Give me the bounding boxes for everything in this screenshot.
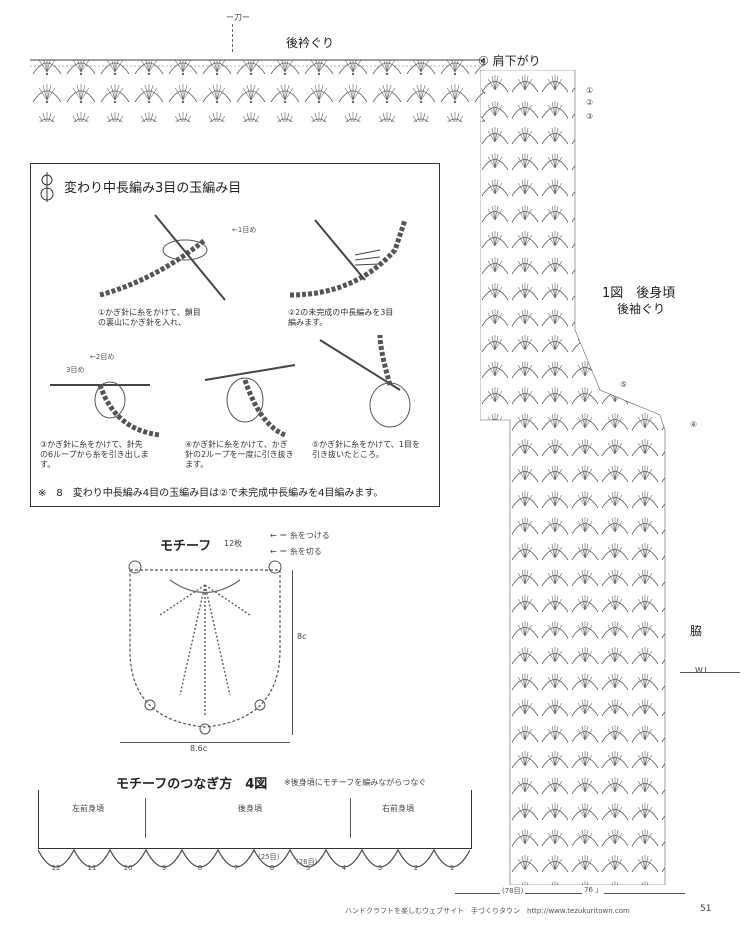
motif-legend-1: ← ＝ 糸をつける (270, 531, 330, 540)
row-number: ⑤ (620, 380, 628, 389)
figure4-center: 後身頃 (238, 804, 262, 813)
bottom-total: (78目) (500, 886, 526, 896)
side-label: 脇 (690, 624, 703, 638)
motif-title: モチーフ (160, 539, 212, 554)
motif-number: 7 (233, 864, 239, 872)
technique-number-icon (40, 172, 54, 204)
wl-line (680, 672, 740, 673)
technique-step-5: ⑤かぎ針に糸をかけて、1目を引き抜いたところ。 (312, 440, 420, 459)
motif-number: 11 (87, 864, 97, 872)
bottom-width: 76 」 (582, 885, 605, 895)
bottom-width-line (455, 893, 685, 894)
technique-illustration-2 (285, 210, 430, 305)
figure4-seg1: (25目) (258, 853, 280, 861)
motif-chart (120, 555, 290, 735)
annot-3: 3目め (66, 366, 85, 374)
back-neck-label: 後衿ぐり (286, 36, 335, 50)
motif-number: 10 (123, 864, 133, 872)
back-neck-band (30, 50, 485, 125)
technique-note: ※ 8 変わり中長編み4目の玉編み目は②で未完成中長編みを4目編みます。 (38, 488, 384, 499)
footer-text: ハンドクラフトを楽しむウェブサイト 手づくりタウン http://www.tez… (345, 907, 630, 915)
wl-label: W.L. (695, 666, 712, 675)
shoulder-label: ④ 肩下がり (478, 54, 541, 68)
technique-illustration-1 (95, 210, 245, 305)
technique-title: 変わり中長編み3目の玉編み目 (64, 181, 242, 196)
motif-number-row: 12 11 10 9 8 7 6 5 4 3 2 1 (38, 864, 470, 872)
armhole-label: 後袖ぐり (617, 302, 666, 316)
motif-count: 12枚 (224, 539, 243, 548)
motif-number: 1 (449, 864, 455, 872)
technique-step-2: ②2の未完成の中長編みを3目編みます。 (288, 308, 394, 327)
figure4-right: 右前身頃 (382, 804, 414, 813)
page-number: 51 (700, 904, 712, 914)
motif-width: 8.6c (190, 744, 208, 753)
figure1-title: 1図 後身頃 (602, 286, 676, 301)
figure4-divider-2 (350, 798, 351, 838)
motif-number: 5 (305, 864, 311, 872)
figure4-seg2: (26目) (296, 858, 318, 866)
figure4-note: ※後身頃にモチーフを編みながらつなぐ (284, 778, 427, 787)
technique-box (30, 163, 440, 507)
technique-illustration-4 (185, 345, 305, 440)
row-number: ④ (690, 420, 698, 429)
motif-height-arrow (292, 570, 294, 735)
center-line (232, 24, 235, 52)
motif-width-arrow (120, 742, 290, 743)
annot-2: ←2目め (90, 353, 115, 361)
technique-illustration-5 (310, 330, 430, 440)
motif-number: 6 (269, 864, 275, 872)
row-number: ② (586, 98, 594, 107)
motif-height: 8c (297, 632, 307, 641)
row-number: ① (586, 86, 594, 95)
annot-1: ←1目め (232, 226, 257, 234)
top-mark: ー刀ー (226, 13, 250, 22)
technique-step-4: ④かぎ針に糸をかけて、かぎ針の2ループを一度に引き抜きます。 (185, 440, 294, 469)
motif-legend-2: ← ＝ 糸を切る (270, 547, 322, 556)
motif-number: 3 (377, 864, 383, 872)
figure4-left: 左前身頃 (72, 804, 104, 813)
motif-number: 4 (341, 864, 347, 872)
row-number: ③ (586, 112, 594, 121)
figure4-frame (38, 790, 472, 849)
technique-illustration-3 (40, 345, 170, 440)
technique-step-1: ①かぎ針に糸をかけて、鎖目の裏山にかぎ針を入れ、 (98, 308, 201, 327)
technique-step-3: ③かぎ針に糸をかけて、針先の6ループから糸を引き出します。 (40, 440, 149, 469)
motif-number: 12 (51, 864, 61, 872)
motif-number: 9 (161, 864, 167, 872)
motif-number: 8 (197, 864, 203, 872)
motif-scallops (37, 848, 471, 884)
figure4-divider-1 (145, 798, 146, 838)
back-body-chart (479, 69, 675, 886)
figure4-title: モチーフのつなぎ方 4図 (116, 777, 268, 792)
motif-number: 2 (413, 864, 419, 872)
